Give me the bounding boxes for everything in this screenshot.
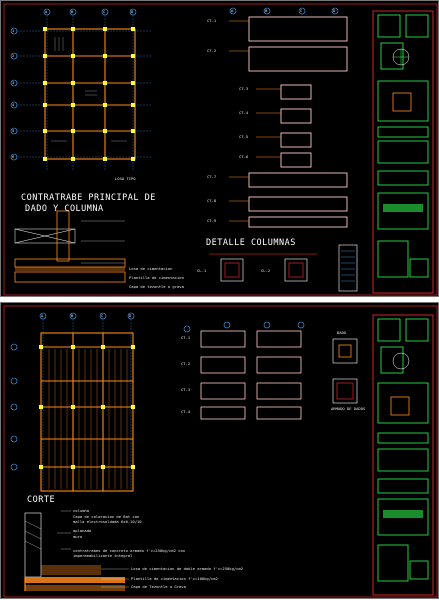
column-tag: CT-7 [207,174,217,179]
grid-letter-b: B [71,313,74,318]
plan-caption: LOSA TIPO [115,176,136,181]
title-armado-dados: ARMADO DE DADOS [331,406,366,411]
corte-note: malla electrosoldada 6x6-10/10 [73,519,142,524]
grid-letter-a: A [45,9,48,14]
title-contratrabe: CONTRATRABE PRINCIPAL DE [21,193,156,203]
column-tag: CT-5 [239,134,249,139]
title-corte: CORTE [27,495,56,505]
grid-letter-c: C [101,313,104,318]
column-tag: CT-1 [207,18,217,23]
title-dado: DADO [337,330,347,335]
column-tag: CT-3 [181,387,191,392]
title-detalle-columnas: DETALLE COLUMNAS [206,238,296,248]
sheet1-linework [3,3,438,296]
grid-number-5: 5 [12,128,15,133]
column-detail-label: CL-1 [197,268,207,273]
grid-letter-a: A [41,313,44,318]
drawing-sheet-foundation: A B C D 1 2 3 4 5 6 A B C D LOSA TIPO CT… [0,0,439,297]
column-tag: CT-2 [181,361,191,366]
detail-grid-letter-a: A [231,8,234,13]
corte-note: Capa de colocacion de Bat con [73,514,140,519]
drawing-sheet-structure: A B C D CT-1 CT-2 CT-3 CT-4 DADO ARMADO … [0,302,439,599]
grid-number-2: 2 [12,53,15,58]
corte-note: columna [73,508,90,513]
column-tag: CT-8 [207,198,217,203]
grid-letter-c: C [103,9,106,14]
grid-letter-d: D [129,313,132,318]
column-tag: CT-3 [239,86,249,91]
column-tag: CT-2 [207,48,217,53]
column-tag: CT-1 [181,335,191,340]
grid-number-6: 6 [12,154,15,159]
column-detail-label: CL-2 [261,268,271,273]
grid-number-1: 1 [12,28,15,33]
corte-note: Plantilla de cimentacion f'c=100kg/cm2 [131,576,218,581]
detail-grid-letter-b: B [265,8,268,13]
corte-note: Capa de Tezontle o Grava [131,584,186,589]
section-note: Plantilla de cimentacion [129,275,184,280]
sheet2-linework [3,305,438,598]
corte-note: impermeabilizante integral [73,553,133,558]
section-note: Capa de tezontle o grava [129,284,184,289]
corte-note: aplanado [73,528,92,533]
detail-grid-letter-c: C [300,8,303,13]
column-tag: CT-4 [239,110,249,115]
detail-grid-letter-d: D [333,8,336,13]
grid-number-3: 3 [12,80,15,85]
title-dado-y-columna: DADO Y COLUMNA [25,204,104,214]
column-tag: CT-9 [207,218,217,223]
column-tag: CT-6 [239,154,249,159]
section-note: Losa de cimentacion [129,266,173,271]
corte-note: muro [73,534,83,539]
corte-note: contratrabes de concreto armado f'c=250k… [73,548,186,553]
grid-letter-b: B [71,9,74,14]
corte-note: Losa de cimentacion de doble armado f'c=… [131,566,244,571]
column-tag: CT-4 [181,409,191,414]
grid-number-4: 4 [12,102,15,107]
grid-letter-d: D [131,9,134,14]
